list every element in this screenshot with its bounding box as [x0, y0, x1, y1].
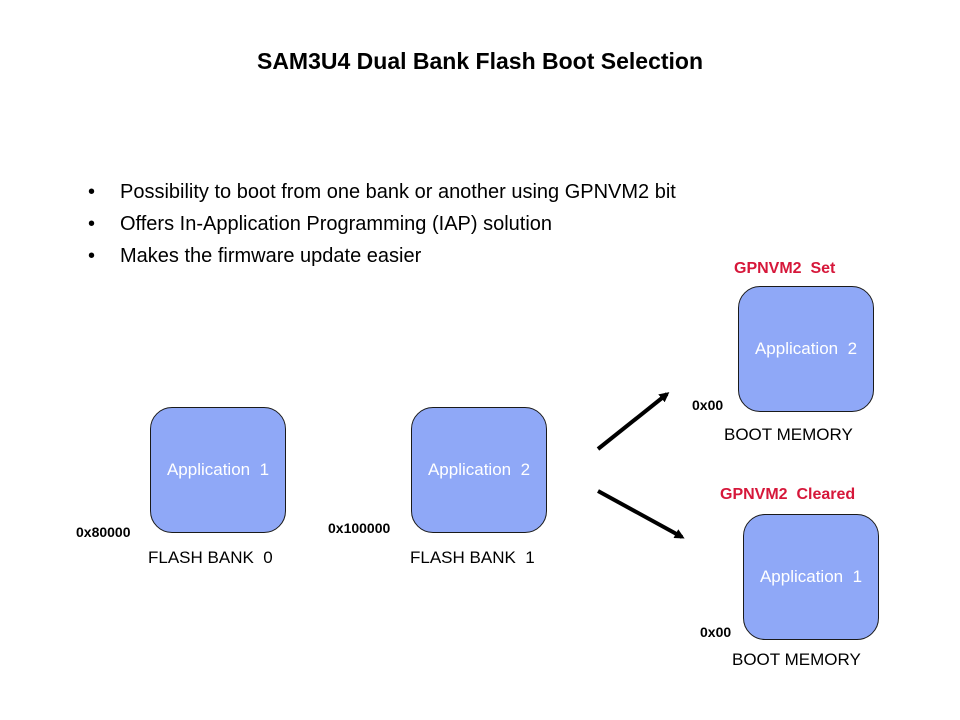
- bullet-icon: •: [88, 245, 96, 267]
- bullet-list: • Possibility to boot from one bank or an…: [88, 176, 676, 272]
- flash-bank-0-caption: FLASH BANK 0: [148, 548, 273, 567]
- boot-memory-set-block: Application 2: [738, 286, 874, 412]
- block-label: Application 2: [427, 460, 531, 479]
- block-label: Application 2: [754, 339, 858, 358]
- bullet-icon: •: [88, 213, 96, 235]
- boot-memory-cleared-caption: BOOT MEMORY: [732, 650, 861, 669]
- flash-bank-1-block: Application 2: [411, 407, 547, 533]
- bullet-item: • Possibility to boot from one bank or an…: [88, 176, 676, 208]
- bullet-icon: •: [88, 181, 96, 203]
- slide-title: SAM3U4 Dual Bank Flash Boot Selection: [256, 48, 704, 74]
- block-label: Application 1: [759, 567, 863, 586]
- gpnvm2-set-label: GPNVM2 Set: [734, 260, 836, 277]
- gpnvm2-cleared-label: GPNVM2 Cleared: [720, 486, 856, 503]
- arrow-up-icon: [596, 392, 670, 451]
- flash-bank-0-block: Application 1: [150, 407, 286, 533]
- bullet-text: Offers In-Application Programming (IAP) …: [120, 213, 553, 235]
- block-label: Application 1: [166, 460, 270, 479]
- boot-memory-cleared-block: Application 1: [743, 514, 879, 640]
- arrow-down-icon: [597, 489, 685, 539]
- bullet-text: Possibility to boot from one bank or ano…: [120, 181, 676, 203]
- bullet-text: Makes the firmware update easier: [120, 245, 422, 267]
- boot-memory-set-caption: BOOT MEMORY: [724, 425, 853, 444]
- flash-bank-0-address: 0x80000: [76, 524, 131, 540]
- flash-bank-1-address: 0x100000: [328, 520, 391, 536]
- bullet-item: • Makes the firmware update easier: [88, 240, 676, 272]
- boot-memory-cleared-address: 0x00: [700, 624, 732, 640]
- flash-bank-1-caption: FLASH BANK 1: [410, 548, 535, 567]
- boot-memory-set-address: 0x00: [692, 397, 724, 413]
- bullet-item: • Offers In-Application Programming (IAP)…: [88, 208, 676, 240]
